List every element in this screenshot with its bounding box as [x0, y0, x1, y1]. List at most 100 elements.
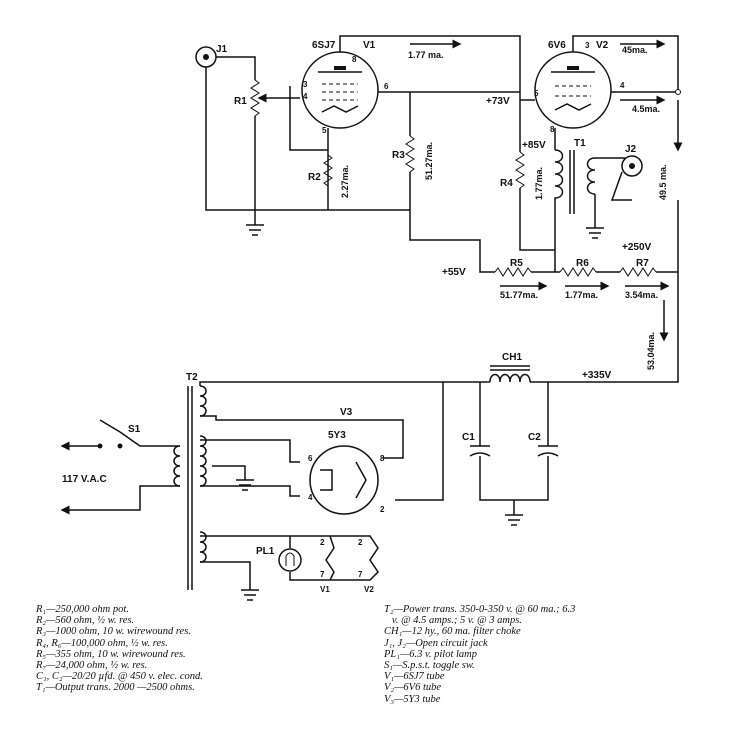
pin-pl-v2-2: 2	[358, 538, 363, 547]
parts-line: T₂—Power trans. 350-0-350 v. @ 60 ma.; 6…	[384, 604, 576, 615]
wire-fil-a	[200, 439, 300, 463]
pilot-lamp-pl1	[278, 548, 302, 572]
parts-line: C₁, C₂—20/20 µfd. @ 450 v. elec. cond.	[36, 671, 203, 683]
pin-v3-6: 6	[308, 454, 313, 463]
label-i-177-top: 1.77 ma.	[408, 50, 444, 60]
wire-ground-bus	[205, 67, 410, 211]
label-v1: V1	[363, 40, 376, 51]
wire-lamp	[200, 535, 330, 581]
pin-v3-2: 2	[380, 505, 385, 514]
label-t1: T1	[574, 138, 586, 149]
ground-caps	[505, 514, 523, 526]
jack-j2	[610, 155, 643, 201]
choke-ch1	[489, 365, 531, 383]
ground-symbol	[246, 224, 264, 236]
wire-caps-top	[479, 382, 549, 446]
label-v-335: +335V	[582, 370, 612, 381]
wire-b-plus-main	[548, 210, 679, 383]
label-r4: R4	[500, 178, 513, 189]
wire-j1-r1	[216, 56, 256, 80]
wire-fil-b	[200, 485, 300, 497]
jack-j1	[195, 46, 217, 68]
parts-line: R₇—24,000 ohm, ½ w. res.	[36, 660, 148, 672]
pin-v1-4: 4	[303, 92, 308, 101]
wire-caps-bottom	[479, 456, 549, 515]
parts-line: V₁—6SJ7 tube	[384, 671, 445, 683]
parts-line: V₂—6V6 tube	[384, 682, 442, 694]
parts-line: S₁—S.p.s.t. toggle sw.	[384, 660, 475, 672]
pin-v1-6: 6	[384, 82, 389, 91]
wire-55-node	[409, 210, 495, 273]
label-i-45b: 4.5ma.	[632, 104, 660, 114]
pin-pl-v1-2: 2	[320, 538, 325, 547]
label-c1: C1	[462, 432, 475, 443]
label-v-55: +55V	[442, 267, 466, 278]
label-mains: 117 V.A.C	[62, 474, 107, 485]
resistor-r6	[559, 267, 597, 277]
pin-v1-3: 3	[303, 80, 308, 89]
wire-v1-screen	[339, 35, 521, 100]
wire-lamp-left	[200, 561, 251, 590]
ground-t1	[586, 227, 604, 239]
parts-line: J₁, J₂—Open circuit jack	[384, 637, 488, 649]
parts-line: R₄, R₆—100,000 ohm, ½ w. res.	[36, 637, 168, 649]
wire-r4-bottom	[519, 188, 555, 251]
ground-lamp	[241, 589, 259, 601]
resistor-r3	[405, 135, 415, 173]
label-j1: J1	[216, 44, 228, 55]
parts-list-right: T₂—Power trans. 350-0-350 v. @ 60 ma.; 6…	[384, 604, 575, 705]
label-r2: R2	[308, 172, 321, 183]
pin-pl-v1-7: 7	[320, 570, 325, 579]
label-v3-tube: 5Y3	[328, 430, 346, 441]
transformer-t2	[173, 385, 207, 590]
pin-v1-8: 8	[352, 55, 357, 64]
label-t2: T2	[186, 372, 198, 383]
wire-v1-cathode	[289, 86, 329, 210]
label-v-73: +73V	[486, 96, 510, 107]
label-ch1: CH1	[502, 352, 522, 363]
label-i-227: 2.27ma.	[340, 165, 350, 198]
pin-v2-4: 4	[620, 81, 625, 90]
label-i-495: 49.5 ma.	[658, 164, 668, 200]
tube-v1	[301, 51, 379, 129]
switch-s1	[99, 419, 121, 433]
pin-pl-v2-7: 7	[358, 570, 363, 579]
pin-v2-8: 8	[550, 125, 555, 134]
ground-t2	[236, 479, 254, 491]
wire-hv-return	[200, 415, 404, 459]
wire-hv-secondary	[199, 381, 444, 501]
resistor-r5	[494, 267, 532, 277]
parts-list-left: R₁—250,000 ohm pot. R₂—560 ohm, ½ w. res…	[36, 604, 203, 694]
pin-v2-5: 5	[534, 89, 539, 98]
label-pl-v2: V2	[364, 585, 374, 594]
label-r7: R7	[636, 258, 649, 269]
label-r1: R1	[234, 96, 247, 107]
label-i-5304: 53.04ma.	[646, 332, 656, 370]
parts-line: T₁—Output trans. 2000 —2500 ohms.	[36, 682, 195, 694]
label-v2-tube: 6V6	[548, 40, 566, 51]
wire-primary-top	[119, 431, 180, 447]
label-i-5127: 51.27ma.	[424, 142, 434, 180]
label-r5: R5	[510, 258, 523, 269]
pin-v1-5: 5	[322, 126, 327, 135]
label-i-354: 3.54ma.	[625, 290, 658, 300]
label-v-85: +85V	[522, 140, 546, 151]
label-v2: V2	[596, 40, 609, 51]
label-j2: J2	[625, 144, 637, 155]
transformer-t1	[554, 149, 596, 250]
label-v1-tube: 6SJ7	[312, 40, 336, 51]
parts-line: CH₁—12 hy., 60 ma. filter choke	[384, 626, 521, 638]
capacitor-c1	[469, 445, 491, 457]
wire-ct	[212, 465, 246, 480]
wire-heaters	[325, 535, 379, 581]
parts-line: R₂—560 ohm, ½ w. res.	[36, 615, 135, 627]
tube-v2	[534, 51, 612, 129]
resistor-r4	[515, 151, 525, 189]
label-c2: C2	[528, 432, 541, 443]
label-i-177-r6: 1.77ma.	[565, 290, 598, 300]
label-i-5177: 51.77ma.	[500, 290, 538, 300]
wire-mains-bottom	[60, 485, 180, 515]
pin-v3-8: 8	[380, 454, 385, 463]
wire-v2-plate-top	[572, 35, 679, 92]
